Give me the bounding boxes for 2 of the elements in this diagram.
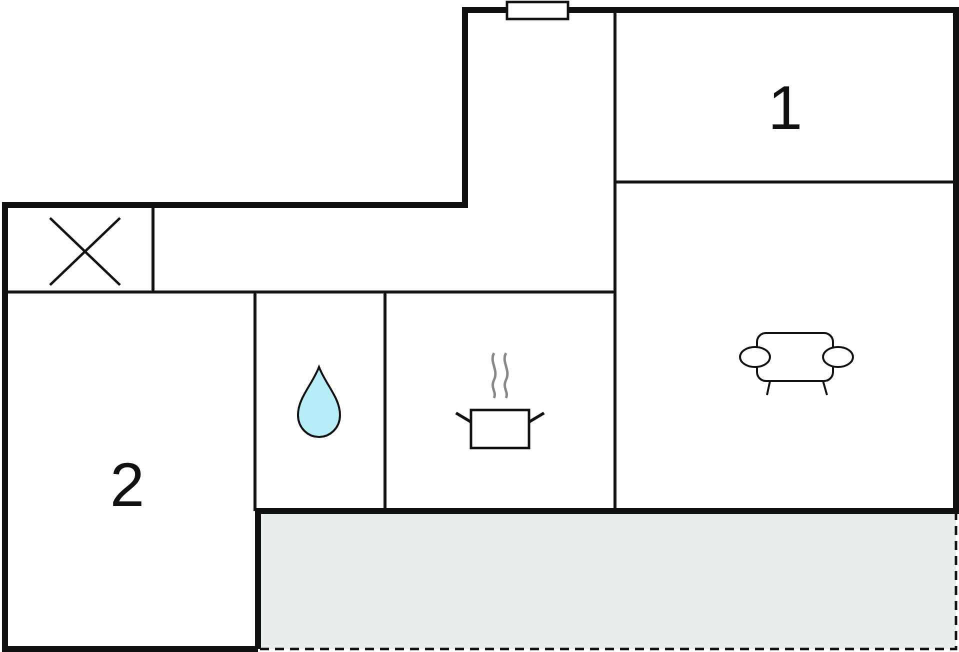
room-number: 1 [768, 78, 802, 140]
room-number: 2 [110, 455, 144, 517]
